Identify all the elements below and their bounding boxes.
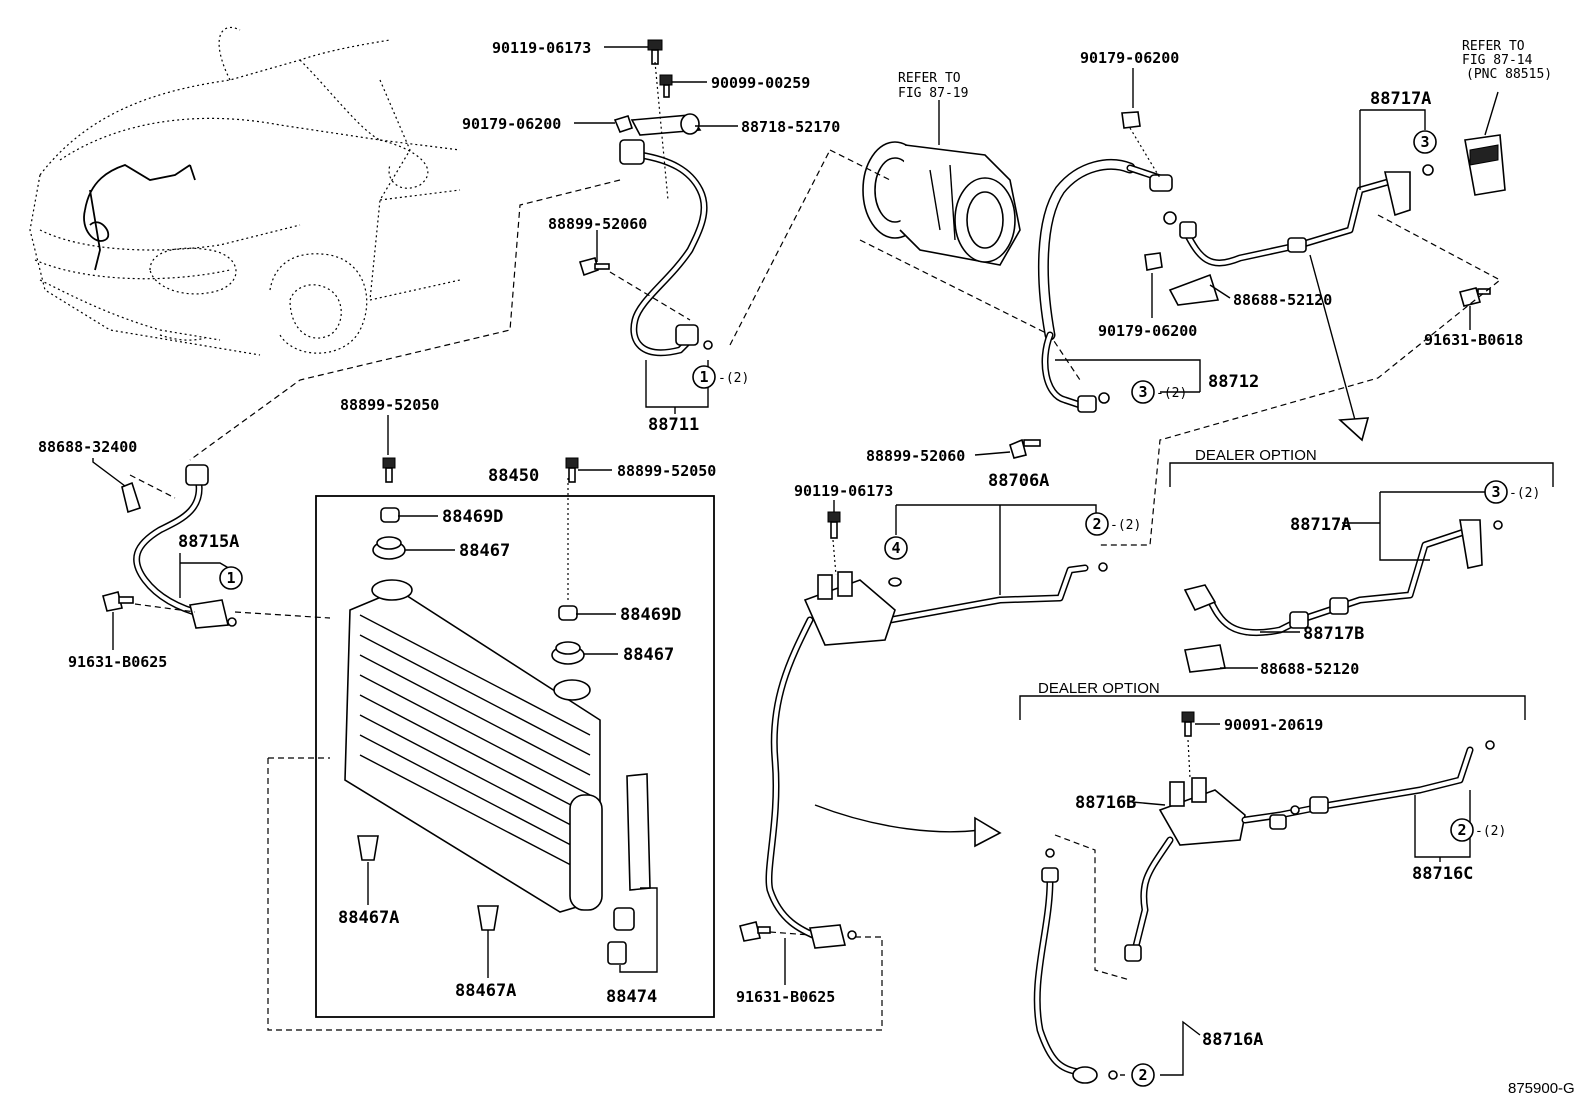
reference-note: REFER TO <box>898 71 961 86</box>
part-labels: 90119-06173 90099-00259 90179-06200 8871… <box>38 39 1575 1097</box>
part-label[interactable]: 90099-00259 <box>711 74 810 92</box>
hose-88712-group <box>1009 111 1506 459</box>
part-label[interactable]: 88469D <box>620 605 681 625</box>
part-label[interactable]: 88899-52060 <box>548 215 647 233</box>
dealer-option-bracket <box>1169 462 1554 487</box>
pipe-88717-option <box>1183 519 1503 673</box>
arrow-down <box>1309 254 1356 421</box>
callout-qty: -(2) <box>1156 386 1187 401</box>
flow-arrow <box>814 804 981 833</box>
pipe-88706A-group <box>739 511 1108 949</box>
callout-3: 3 <box>1420 133 1429 151</box>
reference-note: REFER TO <box>1462 39 1525 54</box>
leader-dashed <box>832 539 837 576</box>
connection-dashed <box>1100 214 1502 546</box>
flow-arrow-head <box>974 816 1002 848</box>
part-label[interactable]: 90119-06173 <box>794 482 893 500</box>
callout-3: 3 <box>1138 383 1147 401</box>
connection-dashed <box>134 603 196 613</box>
callout-numbers: 1 -(2) 1 3 -(2) 3 2 -(2) 4 3 -(2) 2 -(2)… <box>226 133 1540 1084</box>
part-label[interactable]: 90179-06200 <box>462 115 561 133</box>
part-label[interactable]: 88716B <box>1075 793 1136 813</box>
part-label[interactable]: 88717B <box>1303 624 1364 644</box>
callout-2: 2 <box>1138 1066 1147 1084</box>
part-label[interactable]: 88688-32400 <box>38 438 137 456</box>
part-label[interactable]: 88716A <box>1202 1030 1263 1050</box>
connection-dashed <box>234 611 331 619</box>
callout-qty: -(2) <box>1110 518 1141 533</box>
connection-dashed <box>729 149 831 346</box>
dealer-option-title: DEALER OPTION <box>1195 447 1317 464</box>
dealer-option-bracket <box>1019 695 1526 720</box>
part-label[interactable]: 88899-52050 <box>617 462 716 480</box>
connection-dashed <box>769 931 811 936</box>
callout-qty: -(2) <box>1475 824 1506 839</box>
callout-1: 1 <box>226 569 235 587</box>
hose-88711-group <box>578 39 713 357</box>
reference-note: (PNC 88515) <box>1466 67 1552 82</box>
connection-dashed <box>829 149 891 181</box>
vehicle-sketch <box>29 26 461 356</box>
callout-2: 2 <box>1457 821 1466 839</box>
part-label[interactable]: 91631-B0625 <box>736 988 835 1006</box>
part-label[interactable]: 88688-52120 <box>1233 291 1332 309</box>
callout-2: 2 <box>1092 515 1101 533</box>
part-label[interactable]: 88467 <box>623 645 674 665</box>
part-label[interactable]: 88706A <box>988 471 1049 491</box>
callout-3: 3 <box>1491 483 1500 501</box>
leader-dashed <box>654 61 669 201</box>
part-label[interactable]: 88718-52170 <box>741 118 840 136</box>
pipe-88716-option <box>1033 711 1495 1084</box>
part-label[interactable]: 90119-06173 <box>492 39 591 57</box>
part-label[interactable]: 88467 <box>459 541 510 561</box>
part-label[interactable]: 88712 <box>1208 372 1259 392</box>
pipe-88715A-group <box>102 464 237 629</box>
reference-note: FIG 87-14 <box>1462 53 1533 68</box>
connection-dashed <box>1054 834 1131 981</box>
part-label[interactable]: 88717A <box>1370 89 1431 109</box>
part-label[interactable]: 88715A <box>178 532 239 552</box>
condenser <box>344 457 651 965</box>
callout-4: 4 <box>891 539 900 557</box>
part-label[interactable]: 88688-52120 <box>1260 660 1359 678</box>
part-label[interactable]: 88899-52060 <box>866 447 965 465</box>
part-label[interactable]: 91631-B0618 <box>1424 331 1523 349</box>
connection-dashed <box>267 758 883 1031</box>
part-label[interactable]: 88467A <box>455 981 516 1001</box>
part-label[interactable]: 88469D <box>442 507 503 527</box>
compressor <box>862 141 1021 266</box>
part-label[interactable]: 88711 <box>648 415 699 435</box>
part-label[interactable]: 90179-06200 <box>1080 49 1179 67</box>
callout-qty: -(2) <box>1509 486 1540 501</box>
connection-dashed <box>609 271 691 321</box>
part-label[interactable]: 88450 <box>488 466 539 486</box>
leader-lines <box>92 46 1499 1076</box>
condenser-box <box>315 495 715 1018</box>
part-label[interactable]: 88716C <box>1412 864 1473 884</box>
part-label[interactable]: 90179-06200 <box>1098 322 1197 340</box>
connection-dashed <box>129 474 176 499</box>
callout-qty: -(2) <box>718 371 749 386</box>
callout-1: 1 <box>699 368 708 386</box>
leader-dashed <box>1187 739 1191 779</box>
part-label[interactable]: 90091-20619 <box>1224 716 1323 734</box>
callouts <box>219 130 1508 1087</box>
part-label[interactable]: 88467A <box>338 908 399 928</box>
part-label[interactable]: 91631-B0625 <box>68 653 167 671</box>
dealer-option-title: DEALER OPTION <box>1038 680 1160 697</box>
arrow-down-head <box>1338 417 1370 442</box>
reference-note: FIG 87-19 <box>898 86 968 101</box>
figure-code: 875900-G <box>1508 1080 1575 1097</box>
part-label[interactable]: 88474 <box>606 987 657 1007</box>
part-label[interactable]: 88899-52050 <box>340 396 439 414</box>
part-label[interactable]: 88717A <box>1290 515 1351 535</box>
